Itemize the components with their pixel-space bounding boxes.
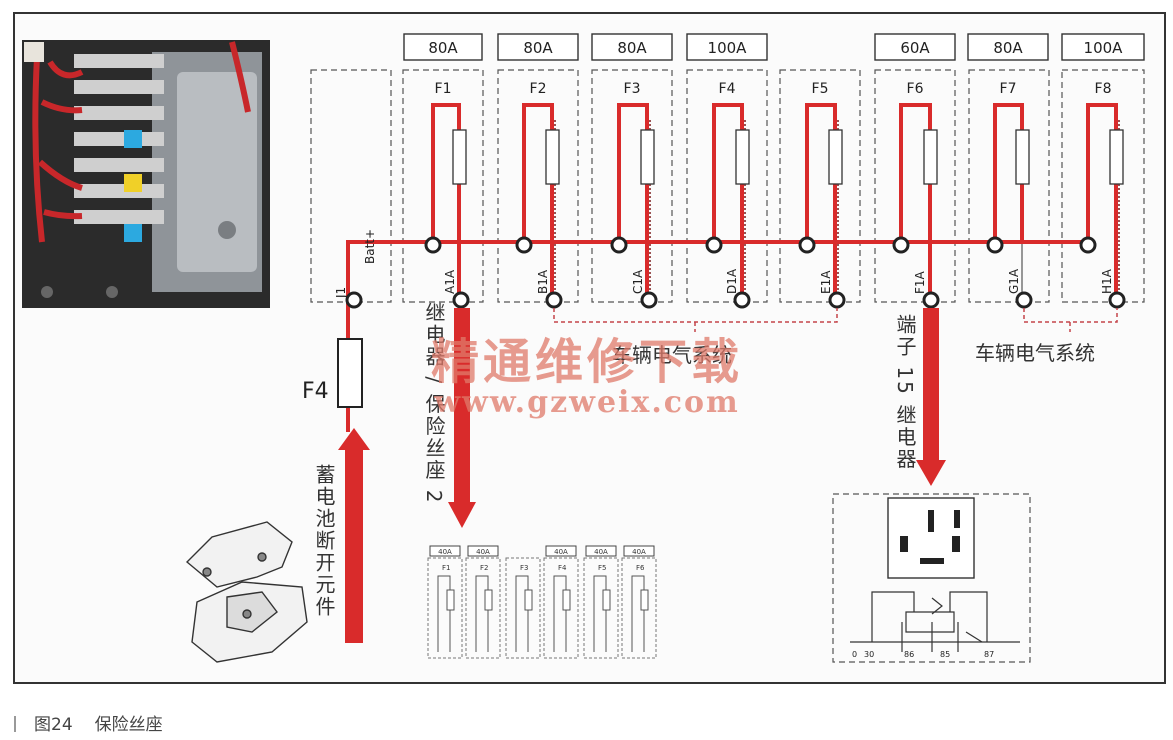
amp-rating-f2: 80A	[523, 39, 553, 57]
amp-rating-f8: 100A	[1084, 39, 1124, 57]
vehicle-system-label-2: 车辆电气系统	[975, 341, 1095, 365]
mini-fuse-name-3: F3	[520, 564, 528, 572]
caption-title: 保险丝座	[94, 715, 163, 735]
battery-switch-label: 蓄电池断开元件	[312, 464, 336, 618]
fuse-boxes	[310, 69, 1145, 303]
amp-rating-f7: 80A	[993, 39, 1023, 57]
pin-label-a1a: A1A	[443, 269, 457, 294]
pin-label-d1a: D1A	[725, 268, 739, 294]
pin-label-g1a: G1A	[1007, 268, 1021, 294]
pin-label-e1a: E1A	[819, 270, 833, 294]
fuse-box-diagram: 80A 80A 80A 100A 60A 80A 100A F1 F2 F3 F…	[22, 33, 1145, 663]
amp-rating-f4: 100A	[708, 39, 748, 57]
mini-rating-3: 40A	[554, 548, 568, 556]
mini-fuse-name-5: F5	[598, 564, 606, 572]
relay-pin-87: 87	[984, 650, 994, 659]
figure-caption: 图24 保险丝座	[14, 710, 163, 735]
caption-divider	[14, 716, 16, 732]
relay-pin-30: 30	[864, 650, 874, 659]
mini-fuse-name-6: F6	[636, 564, 645, 572]
bus-junctions	[345, 236, 1126, 309]
relay-holder-label: 继电器 / 保险丝座 2	[422, 302, 446, 505]
pin-label-b1a: B1A	[536, 269, 550, 294]
amp-rating-f6: 60A	[900, 39, 930, 57]
watermark-url: www.gzweix.com	[433, 385, 740, 420]
mini-fuse-panel: 40A 40A 40A 40A 40A F1 F2 F3 F4 F5 F6	[427, 545, 657, 659]
caption-number: 图24	[34, 715, 73, 735]
terminal15-label: 端子 15 继电器	[893, 314, 917, 471]
batt-pin-label: Batt+	[363, 229, 377, 264]
relay-diagram: 0 30 86 85 87	[832, 493, 1031, 663]
j1-pin-label: J1	[334, 287, 348, 299]
mini-rating-2: 40A	[476, 548, 490, 556]
vehicle-system-label-1: 车辆电气系统	[612, 343, 732, 367]
pin-label-f1a: F1A	[913, 270, 927, 294]
fuse-name-f1: F1	[435, 81, 452, 97]
relay-pin-85: 85	[940, 650, 950, 659]
fuse-elements	[452, 129, 1124, 185]
fuse-name-f7: F7	[1000, 81, 1017, 97]
amp-rating-f3: 80A	[617, 39, 647, 57]
pin-label-h1a: H1A	[1100, 268, 1114, 294]
mini-fuse-name-1: F1	[442, 564, 450, 572]
arrows	[338, 308, 946, 643]
diagram-frame: 80A 80A 80A 100A 60A 80A 100A F1 F2 F3 F…	[13, 12, 1166, 684]
mini-fuse-name-4: F4	[558, 564, 567, 572]
mini-rating-4: 40A	[594, 548, 608, 556]
mini-fuse-name-2: F2	[480, 564, 488, 572]
fuse-box-photo	[22, 40, 270, 308]
f4-fuse	[337, 338, 363, 408]
fuse-name-f5: F5	[812, 81, 829, 97]
fuse-name-f8: F8	[1095, 81, 1112, 97]
amp-rating-boxes	[403, 33, 1145, 61]
relay-pin-0: 0	[852, 650, 857, 659]
f4-label: F4	[302, 379, 329, 404]
fuse-name-f4: F4	[719, 81, 736, 97]
fuse-name-f6: F6	[907, 81, 924, 97]
battery-disconnect-illustration	[185, 521, 308, 663]
amp-rating-f1: 80A	[428, 39, 458, 57]
watermark-cn: 精通维修下载	[431, 334, 743, 390]
mini-rating-5: 40A	[632, 548, 646, 556]
pin-label-c1a: C1A	[631, 269, 645, 294]
fuse-name-f3: F3	[624, 81, 641, 97]
mini-rating-1: 40A	[438, 548, 452, 556]
fuse-name-f2: F2	[530, 81, 547, 97]
vehicle-system-brackets	[553, 308, 1118, 332]
relay-pin-86: 86	[904, 650, 914, 659]
